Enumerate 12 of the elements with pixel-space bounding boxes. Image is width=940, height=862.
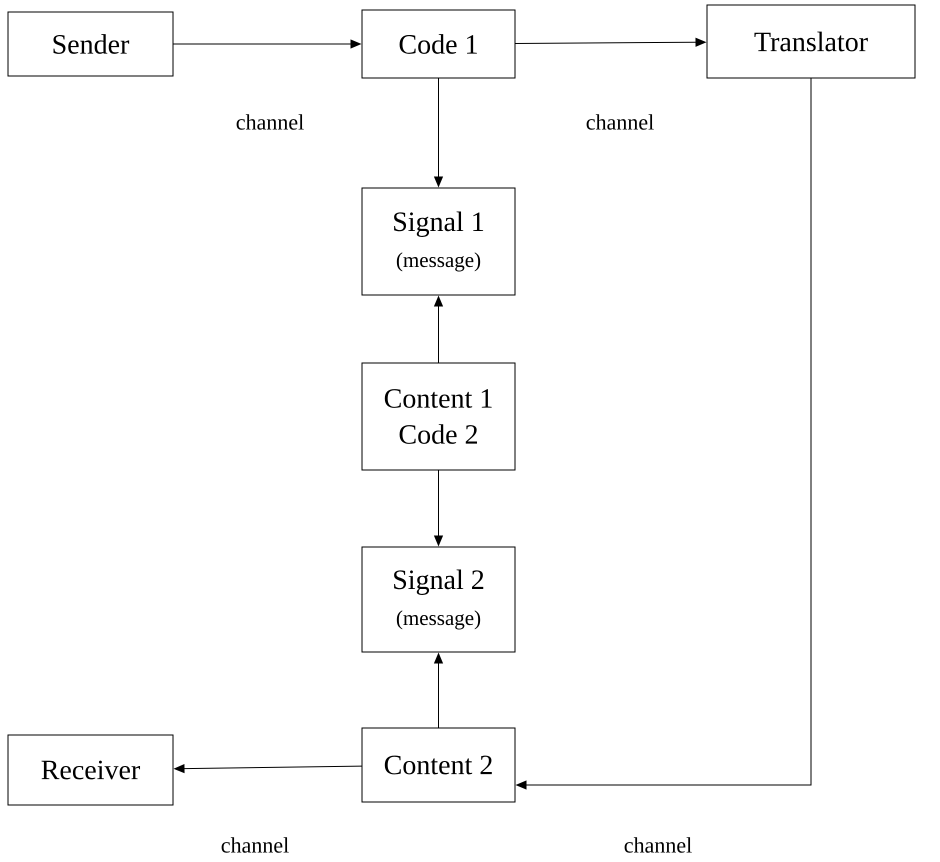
edge-label: channel (234, 113, 306, 131)
process-box: Receiver (8, 734, 174, 806)
process-box: Content 1 Code 2 (362, 362, 516, 470)
edge-label: channel (584, 113, 656, 131)
process-box: Translator (706, 4, 916, 78)
edge-label: channel (622, 836, 694, 854)
process-box: Signal 1 (message) (362, 188, 516, 296)
edge-label: channel (220, 836, 290, 854)
process-box: Code 1 (362, 10, 516, 78)
process-box: Content 2 (362, 728, 516, 802)
process-box: Signal 2 (message) (362, 546, 516, 652)
process-box: Sender (8, 12, 174, 76)
